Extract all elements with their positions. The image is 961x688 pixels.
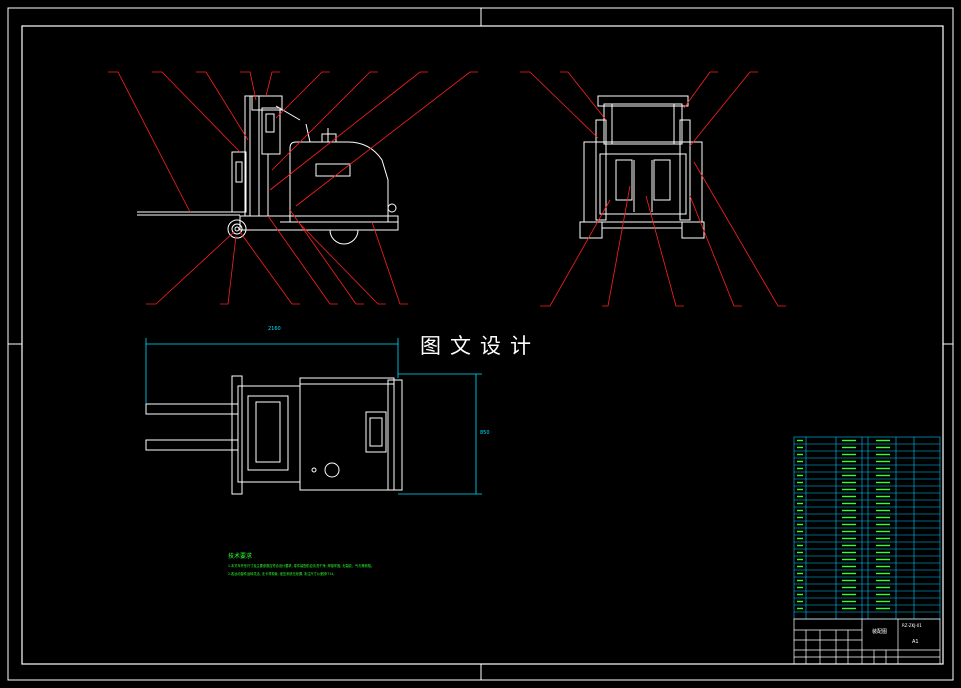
overall-length-dimension: 2160 (268, 326, 281, 332)
sheet-size: A1 (912, 639, 919, 645)
technical-notes-title: 技术要求 (228, 553, 253, 560)
side-view (137, 95, 399, 245)
drawing-name: 装配图 (872, 628, 887, 635)
technical-notes-line-2: 2.各运动部件运转灵活, 无卡滞现象, 液压系统无泄漏, 未注尺寸公差按IT14… (228, 572, 337, 576)
technical-notes-line-1: 1.本叉车外形尺寸及主要参数应符合设计要求, 零件装配前应清洗干净, 焊接牢固,… (228, 564, 375, 568)
centering-marks (8, 8, 953, 680)
parts-list-text (797, 439, 890, 610)
title-block (793, 618, 941, 665)
drawing-code: RZ-ZKJ-01 (902, 623, 922, 628)
top-view-dimensions (145, 338, 482, 495)
width-dimension: 850 (480, 430, 490, 436)
parts-list (793, 436, 941, 620)
front-view-leaders (520, 71, 786, 307)
front-view (579, 95, 705, 239)
top-view (145, 375, 403, 495)
watermark: 图文设计 (420, 334, 540, 358)
inner-frame (21, 25, 944, 665)
side-view-leaders (108, 71, 478, 305)
